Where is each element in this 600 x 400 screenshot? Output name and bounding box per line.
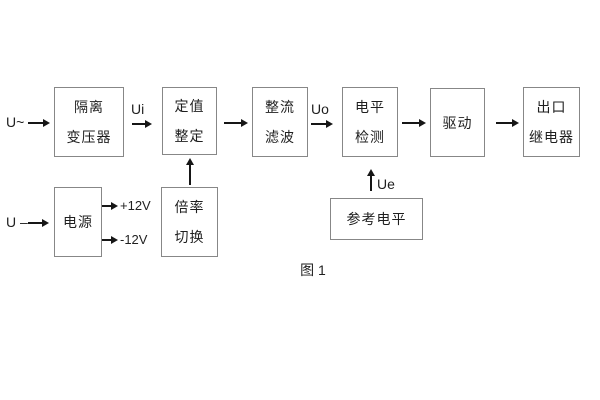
arrow-dc-input xyxy=(28,219,49,226)
minus12-rail-label: -12V xyxy=(120,232,148,247)
block-ratio-switch-line2: 切换 xyxy=(174,229,205,245)
block-level-detect-line2: 检测 xyxy=(355,129,385,145)
block-ratio-switch-line1: 倍率 xyxy=(174,199,205,215)
block-output-relay: 出口 继电器 xyxy=(523,87,580,157)
block-rectifier-filter-line1: 整流 xyxy=(265,99,295,115)
arrow-minus12-rail xyxy=(102,236,118,243)
arrow-ratio-to-setting xyxy=(186,158,193,185)
block-power-supply-label: 电源 xyxy=(63,214,93,230)
arrow-ac-input xyxy=(28,119,50,126)
ac-input-label: U~ xyxy=(6,114,25,130)
signal-ue-label: Ue xyxy=(377,176,395,192)
block-isolation-transformer: 隔离 变压器 xyxy=(54,87,124,157)
block-reference-level: 参考电平 xyxy=(330,198,423,240)
block-rectifier-filter: 整流 滤波 xyxy=(252,87,308,157)
plus12-rail-label: +12V xyxy=(120,198,151,213)
block-setting-adjust-line2: 整定 xyxy=(174,128,205,144)
arrow-drive-to-relay xyxy=(496,119,519,126)
arrow-reference-to-level xyxy=(367,169,374,191)
signal-uo-label: Uo xyxy=(311,101,329,117)
arrow-setting-to-rectifier xyxy=(224,119,248,126)
block-isolation-transformer-line1: 隔离 xyxy=(74,99,104,115)
arrow-plus12-rail xyxy=(102,202,118,209)
block-output-relay-line2: 继电器 xyxy=(529,129,574,145)
arrow-transformer-to-setting xyxy=(132,120,152,127)
signal-ui-label: Ui xyxy=(131,101,145,117)
block-output-relay-line1: 出口 xyxy=(536,99,567,115)
block-isolation-transformer-line2: 变压器 xyxy=(66,129,112,145)
block-rectifier-filter-line2: 滤波 xyxy=(265,129,295,145)
block-setting-adjust: 定值 整定 xyxy=(162,87,217,155)
block-drive: 驱动 xyxy=(430,88,485,157)
arrow-rectifier-to-level xyxy=(311,120,333,127)
block-ratio-switch: 倍率 切换 xyxy=(161,187,218,257)
block-reference-level-label: 参考电平 xyxy=(346,211,407,227)
figure-caption: 图 1 xyxy=(300,262,326,278)
block-drive-label: 驱动 xyxy=(442,114,473,131)
block-level-detect: 电平 检测 xyxy=(342,87,398,157)
dc-input-label: U – xyxy=(6,214,28,230)
block-level-detect-line1: 电平 xyxy=(355,99,385,115)
block-setting-adjust-line1: 定值 xyxy=(174,98,205,114)
arrow-level-to-drive xyxy=(402,119,426,126)
block-power-supply: 电源 xyxy=(54,187,102,257)
